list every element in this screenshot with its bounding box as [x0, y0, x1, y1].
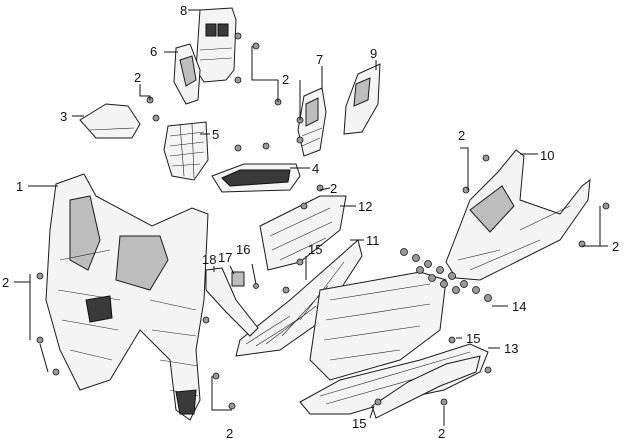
callout-18: 18 [202, 252, 216, 267]
part-18-bracket [205, 267, 259, 337]
callout-11: 11 [366, 233, 380, 248]
part-11-floor-center [235, 239, 363, 357]
part-12-inner-panel [259, 195, 347, 271]
callout-2: 2 [2, 275, 9, 290]
part-9-cover [343, 63, 381, 135]
screw [282, 286, 290, 294]
screw [602, 202, 610, 210]
screw [52, 368, 60, 376]
callout-15: 15 [308, 242, 322, 257]
callout-15: 15 [466, 331, 480, 346]
callout-2: 2 [330, 181, 337, 196]
screw [296, 136, 304, 144]
callout-5: 5 [212, 127, 219, 142]
callout-15: 15 [352, 416, 366, 431]
screw [234, 144, 242, 152]
callout-2: 2 [458, 128, 465, 143]
part-14-floor-rear [309, 271, 447, 381]
callout-12: 12 [358, 199, 372, 214]
screw [36, 272, 44, 280]
screw [228, 402, 236, 410]
part-4-handle-cover [211, 163, 301, 193]
screw [36, 336, 44, 344]
screw [234, 76, 242, 84]
screw [202, 316, 210, 324]
callout-7: 7 [316, 52, 323, 67]
part-6-cover [173, 43, 201, 105]
part-1-inner-leg-shield [45, 173, 209, 421]
screw [484, 366, 492, 374]
callout-2: 2 [438, 426, 445, 441]
callout-8: 8 [180, 3, 187, 18]
callout-4: 4 [312, 161, 319, 176]
leader-lines [14, 9, 608, 426]
part-16-screw [251, 263, 259, 289]
callout-labels: 8 6 2 2 7 9 3 5 4 2 10 1 2 12 11 2 18 17… [2, 3, 619, 441]
screw [296, 258, 304, 266]
screw [374, 398, 382, 406]
screw [234, 32, 242, 40]
callout-2: 2 [134, 70, 141, 85]
callout-14: 14 [512, 299, 526, 314]
screw [252, 42, 260, 50]
callout-1: 1 [16, 179, 23, 194]
screw [448, 336, 456, 344]
part-8-upper-panel [195, 7, 237, 83]
part-14-washers [400, 248, 492, 302]
screw [300, 202, 308, 210]
part-3-front-cover [79, 103, 141, 139]
screw [262, 142, 270, 150]
part-17-bracket [231, 271, 245, 287]
part-15-trim-strip [371, 355, 481, 419]
callout-17: 17 [218, 250, 232, 265]
callout-2: 2 [282, 72, 289, 87]
callout-6: 6 [150, 44, 157, 59]
part-10-rear-cover [445, 149, 591, 281]
screw [482, 154, 490, 162]
callout-3: 3 [60, 109, 67, 124]
callout-10: 10 [540, 148, 554, 163]
callout-9: 9 [370, 46, 377, 61]
part-5-grille [163, 121, 209, 181]
callout-13: 13 [504, 341, 518, 356]
callout-16: 16 [236, 242, 250, 257]
screw [152, 114, 160, 122]
part-7-side-panel [297, 87, 327, 157]
screw [316, 184, 324, 192]
screw [212, 372, 220, 380]
callout-2: 2 [226, 426, 233, 441]
callout-2: 2 [612, 239, 619, 254]
screw [440, 398, 448, 406]
